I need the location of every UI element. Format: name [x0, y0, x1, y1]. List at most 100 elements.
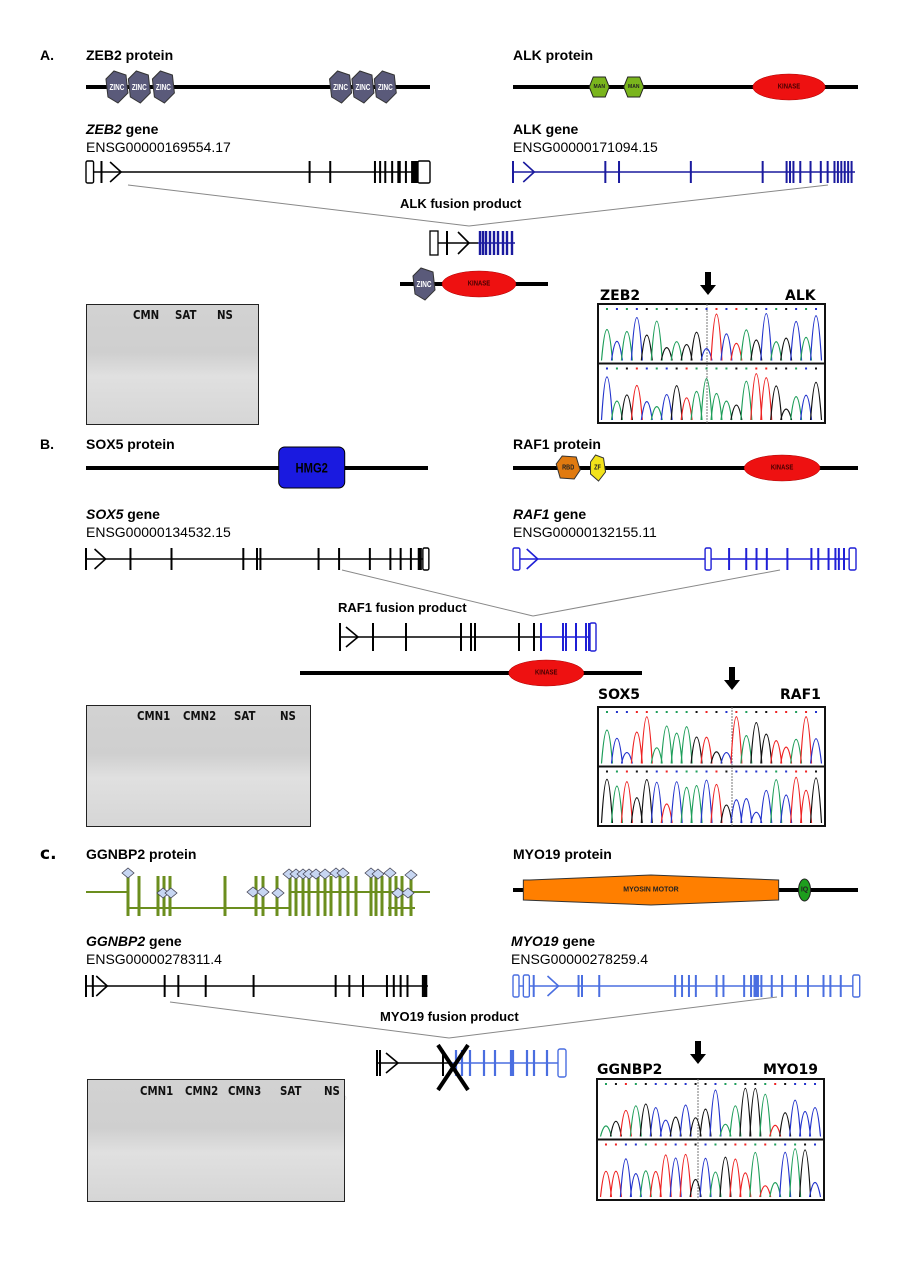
- base-call-dot: [765, 711, 768, 713]
- base-call-dot: [615, 308, 618, 310]
- gel-lane-label: CMN: [133, 308, 160, 322]
- trace-peak: [790, 776, 803, 824]
- trace-peak: [620, 781, 633, 824]
- trace-peak: [809, 777, 823, 824]
- down-arrow-icon: [724, 667, 740, 690]
- trace-peak: [600, 729, 614, 764]
- base-call-dot: [664, 1083, 667, 1085]
- base-call-dot: [764, 1083, 767, 1085]
- base-call-dot: [815, 711, 818, 713]
- base-call-dot: [814, 1143, 817, 1146]
- zinc-finger-domain: [351, 70, 375, 104]
- chromatogram-right-label: ALK: [785, 288, 816, 304]
- base-call-dot: [805, 367, 808, 370]
- base-call-dot: [784, 1143, 787, 1146]
- hmg-domain: [278, 446, 346, 489]
- base-call-dot: [635, 770, 638, 773]
- ggnbp2-protein-title: GGNBP2 protein: [86, 846, 197, 862]
- base-call-dot: [654, 1143, 657, 1146]
- alk-gene-title: ALK gene: [513, 121, 578, 137]
- trace-peak: [808, 1181, 822, 1198]
- trace-peak: [679, 1154, 692, 1198]
- trace-peak: [690, 785, 703, 824]
- base-call-dot: [755, 308, 758, 310]
- base-call-dot: [745, 308, 748, 310]
- zeb2-gene-suffix: gene: [121, 121, 159, 137]
- trace-peak: [770, 341, 783, 361]
- base-call-dot: [715, 367, 718, 370]
- phosphosite-diamond: [383, 867, 397, 879]
- base-call-dot: [625, 711, 628, 713]
- trace-peak: [760, 789, 773, 824]
- trace-peak: [659, 1119, 672, 1137]
- rbd-domain: [555, 455, 581, 480]
- sox5-ensembl-id: ENSG00000134532.15: [86, 524, 231, 540]
- base-call-dot: [744, 1143, 747, 1146]
- trace-peak: [730, 716, 743, 764]
- trace-peak: [789, 1148, 802, 1198]
- base-call-dot: [705, 711, 708, 713]
- trace-peak: [670, 732, 683, 764]
- gel-lane-label: CMN1: [137, 709, 171, 723]
- trace-peak: [809, 738, 823, 764]
- chromatogram-left-label: SOX5: [598, 687, 641, 703]
- base-call-dot: [765, 770, 768, 773]
- alk-ensembl-id: ENSG00000171094.15: [513, 139, 658, 155]
- base-call-dot: [814, 1083, 817, 1085]
- exon-coding-block: [411, 161, 418, 183]
- trace-peak: [739, 1087, 752, 1137]
- exon-utr-box: [429, 230, 439, 256]
- trace-peak: [779, 1112, 792, 1137]
- trace-peak: [690, 391, 703, 421]
- transcription-start-arrow: [95, 975, 109, 997]
- cross-out-icon: [436, 1043, 470, 1092]
- base-call-dot: [674, 1083, 677, 1085]
- trace-peak: [710, 393, 723, 421]
- trace-peak: [649, 1171, 662, 1198]
- trace-peak: [760, 377, 773, 421]
- zeb2-gene-name: ZEB2: [86, 121, 122, 137]
- base-call-dot: [735, 367, 738, 370]
- base-call-dot: [714, 1143, 717, 1146]
- trace-peak: [640, 716, 653, 764]
- base-call-dot: [694, 1083, 697, 1085]
- domain-label: MAN: [594, 84, 606, 90]
- kinase-domain: [441, 270, 517, 298]
- domain-label: ZINC: [378, 82, 394, 92]
- base-call-dot: [704, 1083, 707, 1085]
- trace-peak: [629, 1173, 642, 1198]
- man-domain: [588, 76, 610, 98]
- base-call-dot: [685, 770, 688, 773]
- trace-peak: [599, 1171, 613, 1198]
- kinase-domain: [508, 659, 585, 687]
- base-call-dot: [655, 367, 658, 370]
- zinc-finger-domain: [151, 70, 175, 104]
- fusion-connector-line: [127, 184, 470, 227]
- exon-utr-box: [512, 974, 520, 998]
- base-call-dot: [754, 1083, 757, 1085]
- gel-lane-label: CMN2: [183, 709, 217, 723]
- trace-peak: [780, 794, 793, 824]
- trace-peak: [619, 1110, 632, 1137]
- raf1-gene-name: RAF1: [513, 506, 550, 522]
- gel-lane-label: NS: [217, 308, 233, 322]
- base-call-dot: [775, 308, 778, 310]
- gel-lane-label: NS: [280, 709, 296, 723]
- trace-peak: [729, 1105, 742, 1137]
- chromatogram-right-label: MYO19: [763, 1062, 818, 1078]
- trace-peak: [629, 1105, 642, 1137]
- base-call-dot: [805, 308, 808, 310]
- trace-peak: [600, 376, 614, 421]
- domain-label: ZINC: [355, 82, 371, 92]
- domain-label: ZINC: [417, 279, 433, 289]
- trace-peak: [650, 782, 663, 824]
- exon-utr-box: [512, 547, 521, 571]
- sox5-protein-title: SOX5 protein: [86, 436, 175, 452]
- trace-peak: [680, 786, 693, 824]
- trace-peak: [630, 384, 643, 421]
- trace-peak: [679, 1104, 692, 1137]
- exon-utr-box: [417, 160, 431, 184]
- trace-peak: [710, 313, 723, 361]
- phosphosite-diamond: [404, 869, 418, 881]
- chromatogram-left-label: ZEB2: [600, 288, 641, 304]
